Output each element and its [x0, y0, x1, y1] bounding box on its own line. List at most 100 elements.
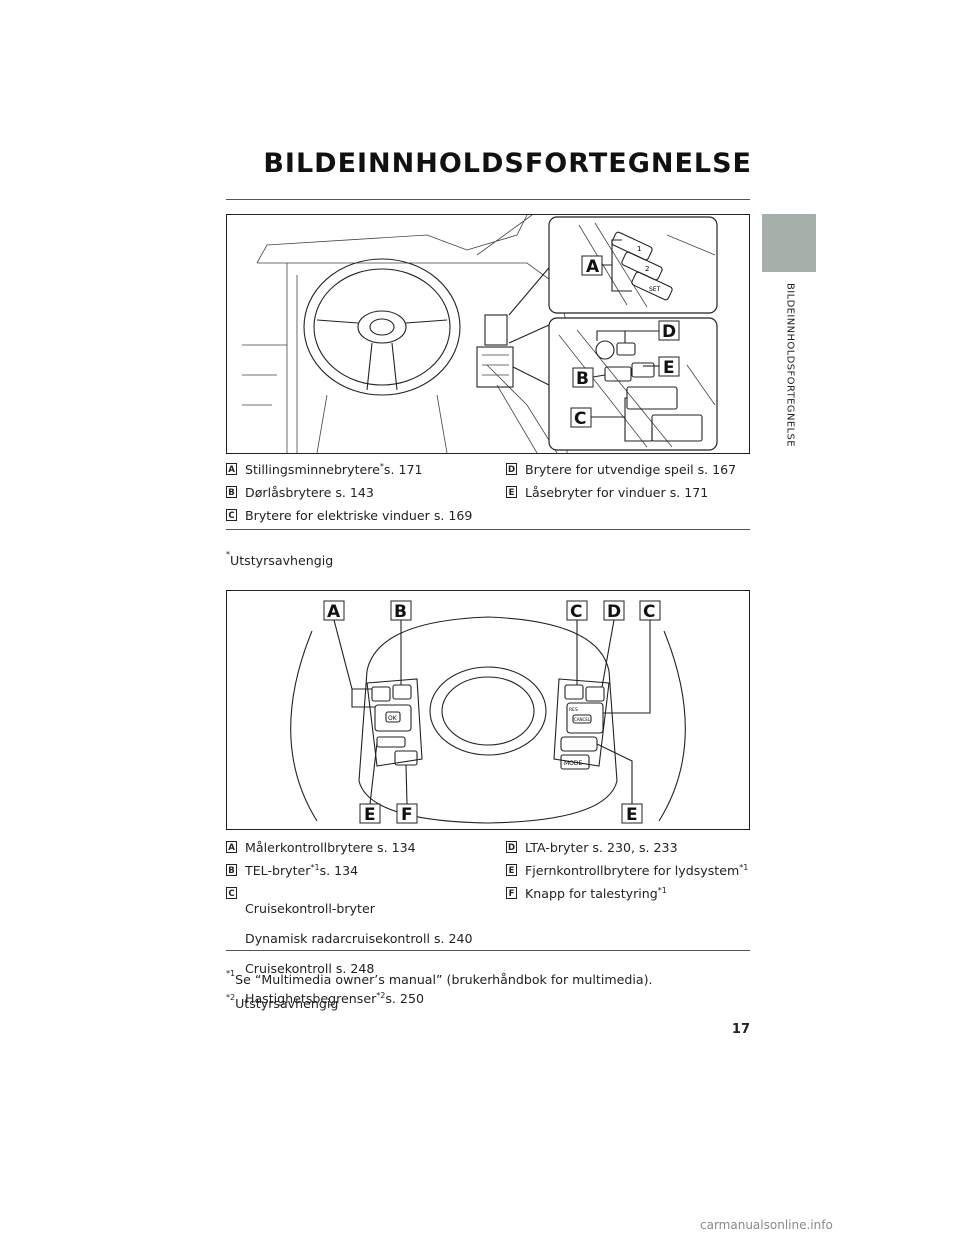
lta-button: [585, 686, 605, 702]
footnote-marker: *1: [657, 886, 667, 895]
callout-a-label: A: [586, 257, 600, 277]
section-tab: [762, 214, 816, 272]
ok-label: OK: [388, 715, 398, 722]
footnote-marker: *: [379, 462, 384, 471]
mode-button: [560, 754, 590, 770]
mirror-switch-knob: [595, 340, 615, 360]
center-emblem: [429, 666, 547, 756]
wheel-rim-right: [658, 630, 686, 822]
section-side-label-text: BILDEINNHOLDSFORTEGNELSE: [784, 283, 796, 447]
legend-line: Cruisekontroll-bryter: [245, 901, 375, 916]
legend-text: LTA-bryter s. 230, s. 233: [525, 840, 678, 855]
title-divider: [226, 199, 750, 200]
legend-2-left: A Målerkontrollbrytere s. 134 B TEL-bryt…: [226, 840, 496, 1029]
legend-item: A Målerkontrollbrytere s. 134: [226, 840, 496, 855]
legend-text: TEL-bryter: [245, 863, 311, 878]
memory-button-1-label: 1: [637, 245, 641, 253]
callout-b: [572, 367, 594, 388]
dashboard-outline: [257, 262, 573, 453]
door-panel-upper: [484, 314, 508, 346]
mode-label: MODE: [564, 760, 583, 767]
legend-item: F Knapp for talestyring*1: [506, 886, 756, 901]
footnote-text: Utstyrsavhengig: [230, 553, 334, 568]
legend-key: A: [226, 841, 237, 853]
left-switch-cluster: [366, 678, 423, 767]
page-number: 17: [731, 1022, 750, 1037]
legend-1-right: D Brytere for utvendige speil s. 167 E L…: [506, 462, 756, 508]
inset-a-memory-switches: [548, 216, 718, 314]
legend-line: Dynamisk radarcruisekontroll s. 240: [245, 931, 473, 946]
callout-e-second-label: E: [626, 805, 638, 825]
legend-key: C: [226, 887, 237, 899]
window-lock-switch: [631, 362, 655, 378]
legend-text-after: s. 134: [319, 863, 359, 878]
legend-item: A Stillingsminnebrytere*s. 171: [226, 462, 486, 477]
legend-text: Stillingsminnebrytere: [245, 462, 380, 477]
legend-item: E Fjernkontrollbrytere for lydsystem*1: [506, 863, 756, 878]
callout-c-second-label: C: [643, 602, 655, 622]
legend-1-left: A Stillingsminnebrytere*s. 171 B Dørlåsb…: [226, 462, 486, 531]
cancel-button: [572, 714, 592, 724]
legend-text: Låsebryter for vinduer s. 171: [525, 485, 709, 500]
callout-e-label: E: [663, 358, 675, 378]
pointer-lines: [508, 262, 554, 386]
legend-2-divider: [226, 950, 750, 951]
legend-text: Brytere for utvendige speil s. 167: [525, 462, 737, 477]
callout-c-label: C: [570, 602, 582, 622]
cruise-control-pad: [566, 702, 604, 734]
callout-f-label: F: [401, 805, 413, 825]
legend-key: E: [506, 486, 517, 498]
dashboard-drawing: 1 2 SET A D E B C: [242, 215, 718, 453]
legend-text: Brytere for elektriske vinduer s. 169: [245, 508, 473, 523]
legend-item: D LTA-bryter s. 230, s. 233: [506, 840, 756, 855]
footnote-marker: *: [226, 550, 230, 559]
steering-wheel: [303, 258, 461, 396]
legend-item: D Brytere for utvendige speil s. 167: [506, 462, 756, 477]
callout-a-label: A: [327, 602, 341, 622]
callout-d-label: D: [607, 602, 621, 622]
dashboard-illustration: 1 2 SET A D E B C: [226, 214, 750, 454]
legend-2-right: D LTA-bryter s. 230, s. 233 E Fjernkontr…: [506, 840, 756, 909]
legend-key: C: [226, 509, 237, 521]
right-switch-cluster: [553, 678, 610, 767]
legend-item: B Dørlåsbrytere s. 143: [226, 485, 486, 500]
memory-set-button: [631, 271, 673, 301]
callout-d-label: D: [662, 322, 676, 342]
legend-key: E: [506, 864, 517, 876]
door-lock-switch: [604, 366, 632, 382]
legend-key: D: [506, 841, 517, 853]
footnote-marker: *1: [739, 863, 749, 872]
footnote-text: Utstyrsavhengig: [235, 996, 339, 1011]
legend-key: D: [506, 463, 517, 475]
steering-wheel-drawing: OK RES CANCEL MODE A B C D C E F: [290, 600, 686, 825]
footnote-2: *1Se “Multimedia owner’s manual” (bruker…: [226, 969, 653, 987]
memory-button-2-label: 2: [645, 265, 649, 273]
legend-text: Dørlåsbrytere s. 143: [245, 485, 374, 500]
callout-e-label: E: [364, 805, 376, 825]
wheel-rim-left: [290, 630, 318, 822]
section-side-label: BILDEINNHOLDSFORTEGNELSE: [748, 283, 832, 473]
steering-hub: [357, 310, 407, 344]
meter-button-top: [371, 686, 391, 702]
legend-item: E Låsebryter for vinduer s. 171: [506, 485, 756, 500]
legend-line: Cruisekontroll s. 248: [245, 961, 375, 976]
legend-text: Fjernkontrollbrytere for lydsystem: [525, 863, 740, 878]
meter-control-pad: [374, 704, 412, 732]
legend-text-after: s. 250: [385, 991, 424, 1006]
legend-line: Hastighetsbegrenser: [245, 991, 377, 1006]
legend-item: C Cruisekontroll-bryter Dynamisk radarcr…: [226, 886, 496, 1021]
legend-item: B TEL-bryter*1s. 134: [226, 863, 496, 878]
callout-b-label: B: [576, 369, 589, 389]
legend-item: C Brytere for elektriske vinduer s. 169: [226, 508, 486, 523]
legend-key: F: [506, 887, 517, 899]
footnote-1: *Utstyrsavhengig: [226, 550, 334, 568]
audio-remote-left: [376, 736, 406, 748]
footnote-marker: *1: [226, 969, 236, 978]
cruise-button: [564, 684, 584, 700]
res-label: RES: [569, 707, 578, 713]
footnote-text: Se “Multimedia owner’s manual” (brukerhå…: [235, 972, 653, 987]
ok-button: [385, 711, 401, 723]
callout-b-label: B: [394, 602, 407, 622]
footnote-3: *2Utstyrsavhengig: [226, 993, 339, 1011]
callout-c-label: C: [574, 409, 586, 429]
